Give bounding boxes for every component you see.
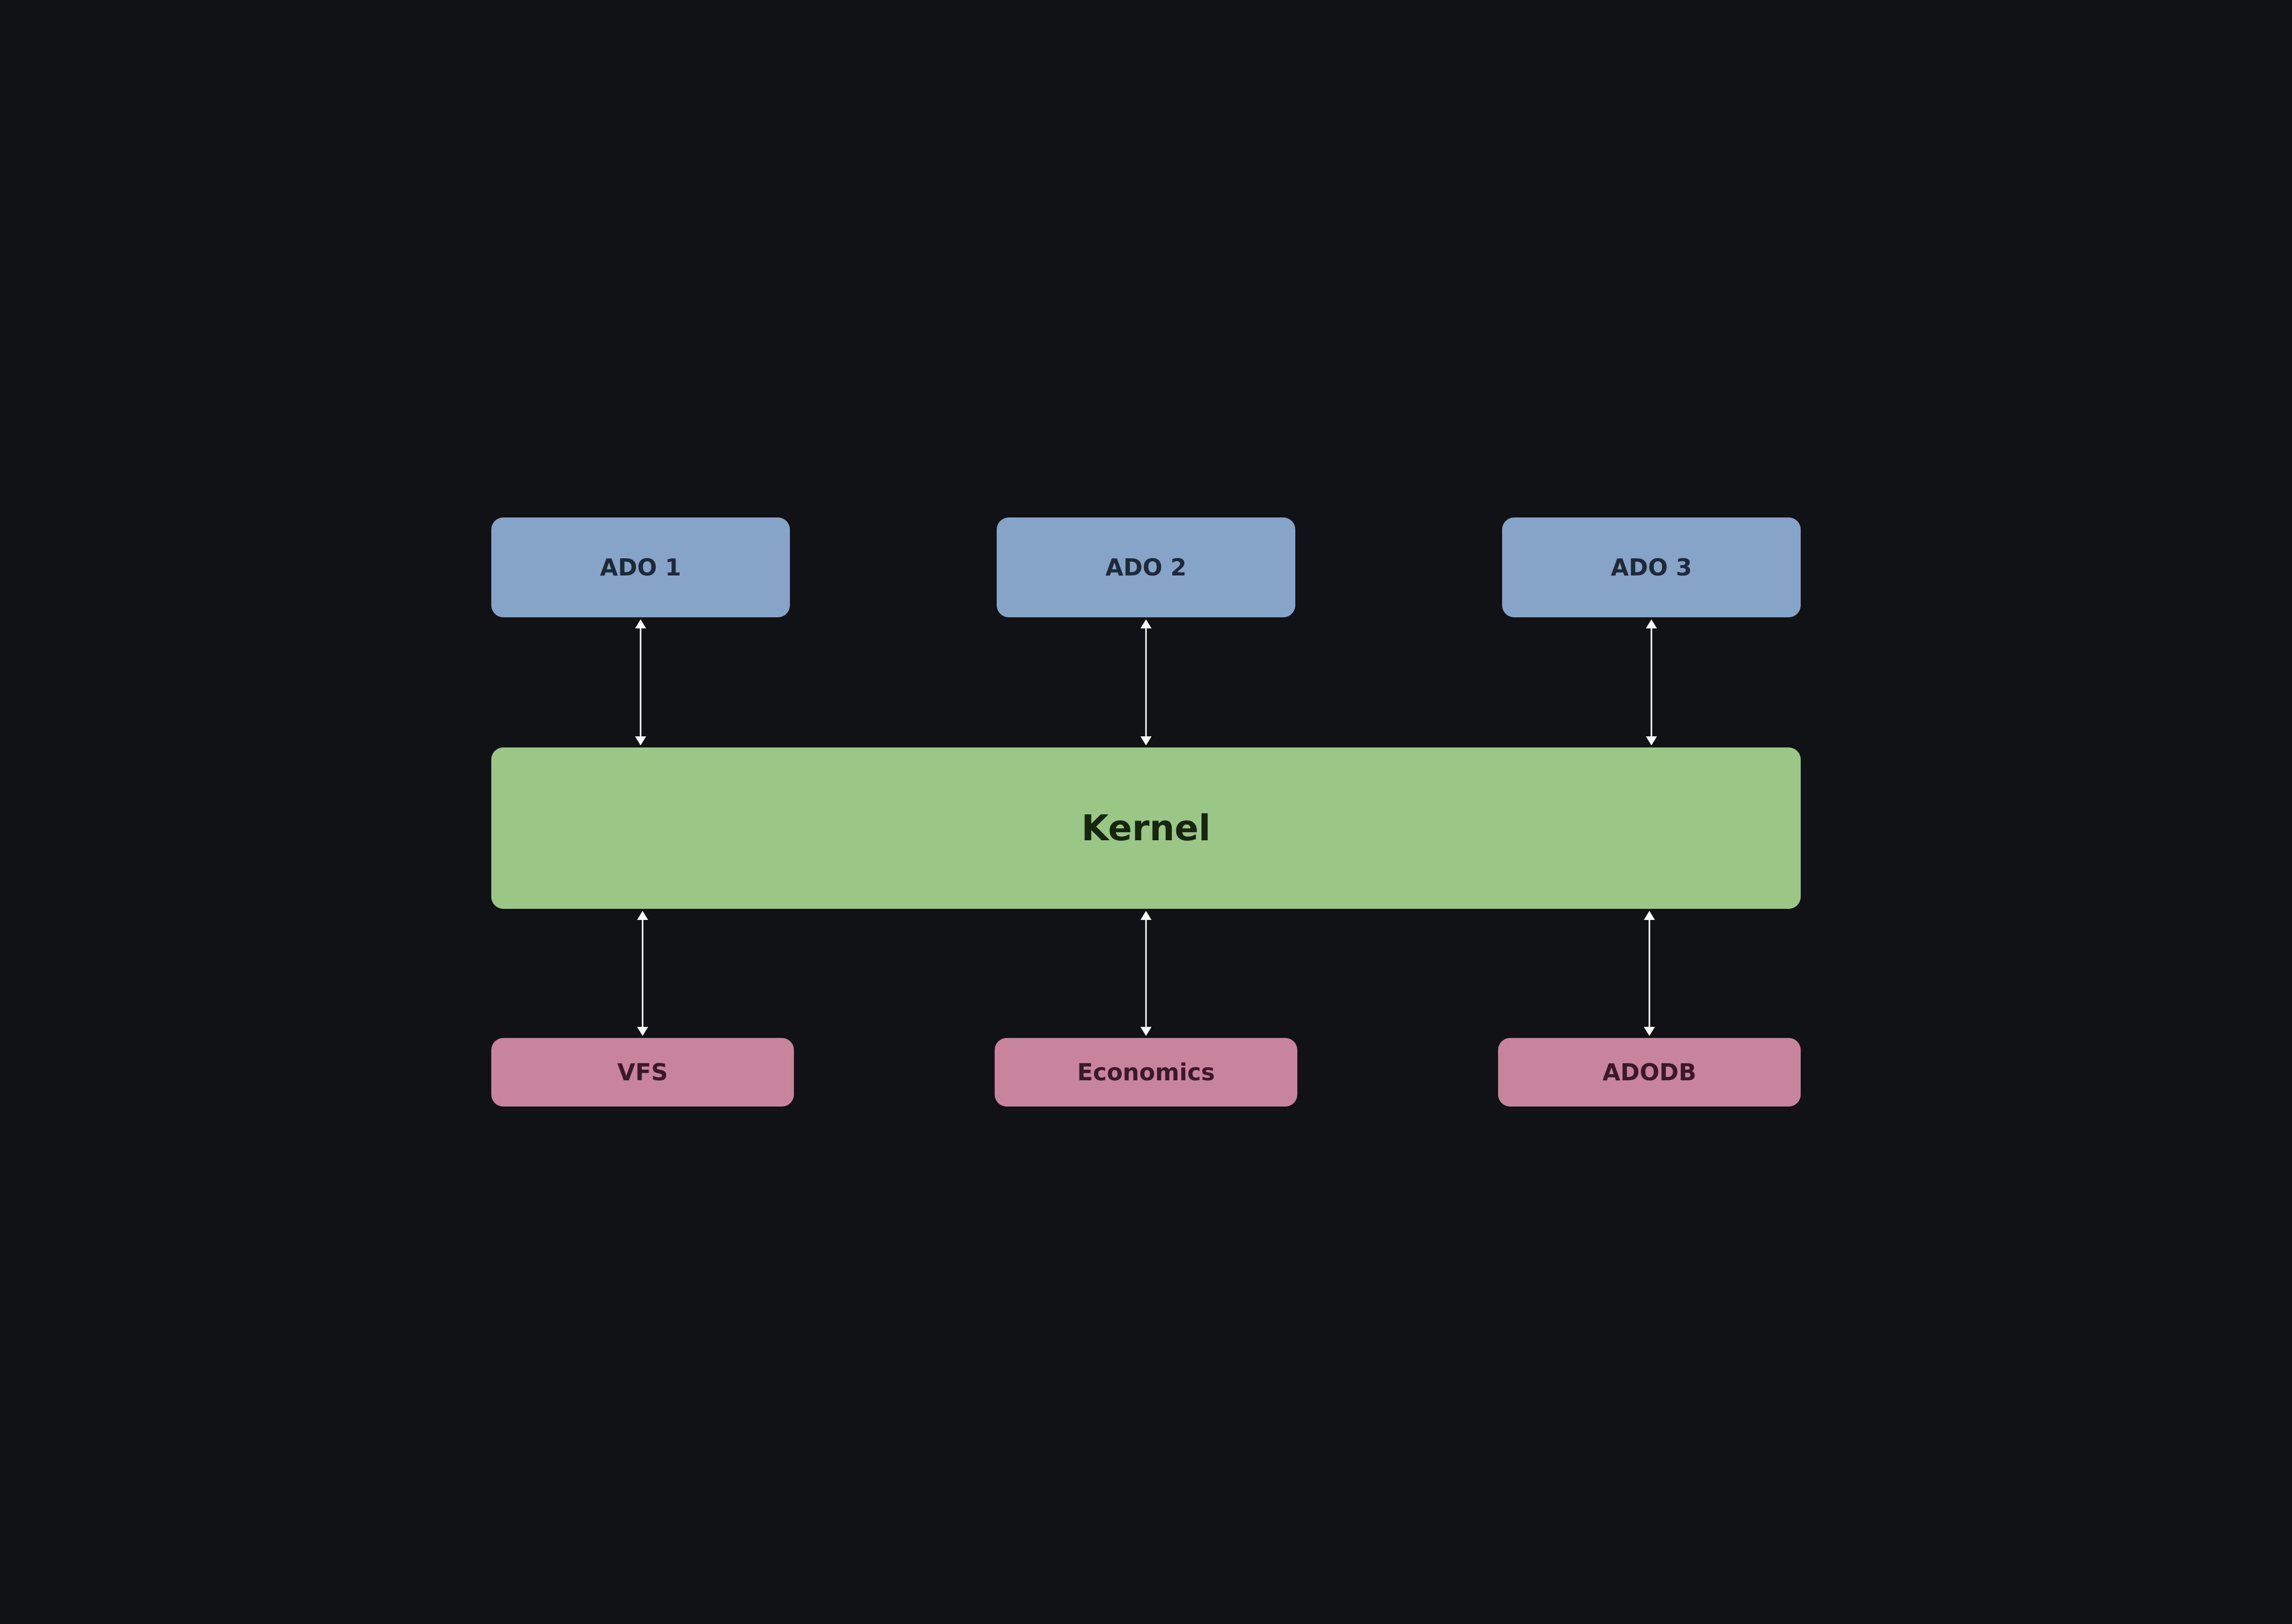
arrowhead-up-icon — [1644, 911, 1655, 920]
connector-kernel-vfs — [637, 911, 648, 1036]
connector-ado3-kernel — [1646, 619, 1657, 745]
arrowhead-up-icon — [1140, 619, 1152, 628]
economics-node: Economics — [995, 1038, 1297, 1107]
arrowhead-down-icon — [1140, 736, 1152, 745]
adodb-node: ADODB — [1498, 1038, 1801, 1107]
arrowhead-up-icon — [1646, 619, 1657, 628]
arrowhead-down-icon — [1644, 1027, 1655, 1036]
kernel-node: Kernel — [491, 747, 1801, 909]
connector-kernel-economics — [1140, 911, 1152, 1036]
ado-1-node: ADO 1 — [491, 517, 790, 617]
ado-2-node: ADO 2 — [997, 517, 1295, 617]
connector-ado1-kernel — [635, 619, 646, 745]
arrowhead-up-icon — [637, 911, 648, 920]
arrowhead-down-icon — [1140, 1027, 1152, 1036]
connector-kernel-adodb — [1644, 911, 1655, 1036]
arrowhead-up-icon — [1140, 911, 1152, 920]
arrowhead-down-icon — [637, 1027, 648, 1036]
arrowhead-down-icon — [1646, 736, 1657, 745]
ado-3-node: ADO 3 — [1502, 517, 1801, 617]
arrowhead-down-icon — [635, 736, 646, 745]
arrowhead-up-icon — [635, 619, 646, 628]
vfs-node: VFS — [491, 1038, 794, 1107]
connector-ado2-kernel — [1140, 619, 1152, 745]
